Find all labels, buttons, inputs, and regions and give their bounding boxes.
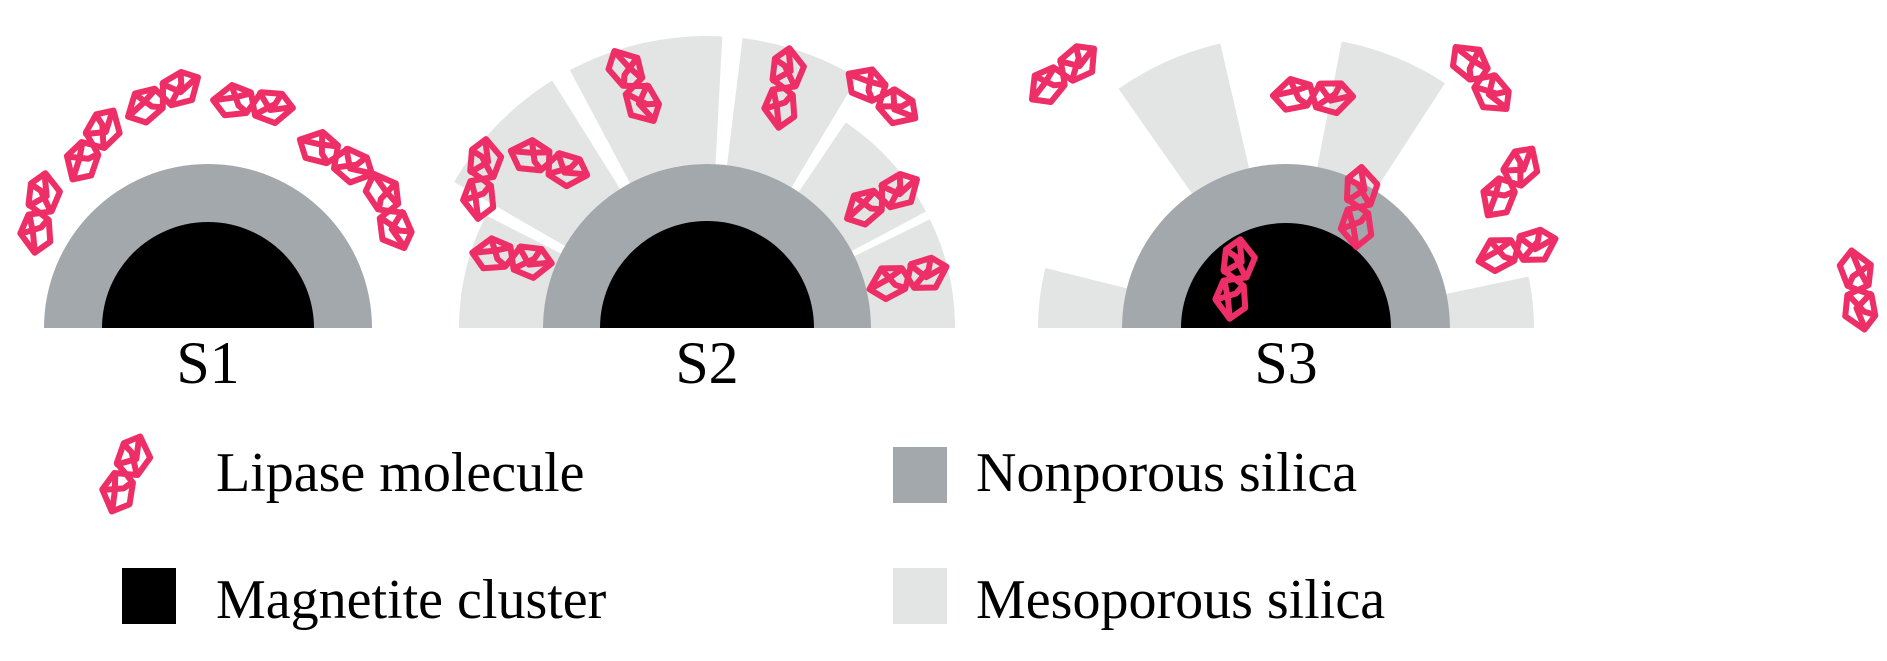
lipase-molecule-icon [96,431,158,517]
mesoporous-swatch [893,568,947,624]
magnetite-core-s3 [1181,223,1391,328]
nonporous-swatch [893,447,947,503]
mesoporous-segment-s2 [798,122,926,252]
lipase-molecule-s2 [841,60,923,134]
mesoporous-segment-s3 [1446,276,1534,328]
lipase-molecule-s1 [120,67,206,129]
magnetite-core-s2 [600,221,814,328]
lipase-molecule-s1 [211,82,295,126]
lipase-molecule-s3 [1839,249,1877,331]
panel-label-s3: S3 [1254,330,1317,396]
legend: Lipase molecule Magnetite cluster Nonpor… [96,431,1385,631]
lipase-molecule-s1 [361,168,415,254]
panel-label-s2: S2 [675,330,738,396]
lipase-molecule-s3 [1475,227,1560,274]
legend-item-mesoporous: Mesoporous silica [893,568,1385,631]
legend-item-magnetite: Magnetite cluster [122,568,607,631]
lipase-molecule-s3 [1022,39,1105,110]
magnetite-core-layer [102,221,1391,328]
lipase-molecule-s3 [1445,37,1516,120]
magnetite-swatch [122,568,176,624]
legend-label-magnetite: Magnetite cluster [216,569,607,631]
mesoporous-segment-s3 [1038,268,1127,328]
legend-label-mesoporous: Mesoporous silica [976,569,1385,631]
legend-item-nonporous: Nonporous silica [893,442,1357,504]
lipase-molecule-s1 [293,124,378,191]
legend-label-lipase: Lipase molecule [216,442,585,504]
lipase-molecule-s3 [1474,141,1548,223]
lipase-molecule-s3 [1272,78,1354,116]
lipase-molecule-s1 [58,104,129,187]
legend-label-nonporous: Nonporous silica [976,442,1357,504]
mesoporous-segment-s3 [1317,41,1446,191]
mesoporous-segment-s3 [1118,43,1250,194]
legend-item-lipase: Lipase molecule [96,431,585,517]
lipase-molecule-s1 [17,171,64,256]
magnetite-core-s1 [102,222,314,328]
panel-label-s1: S1 [176,330,239,396]
